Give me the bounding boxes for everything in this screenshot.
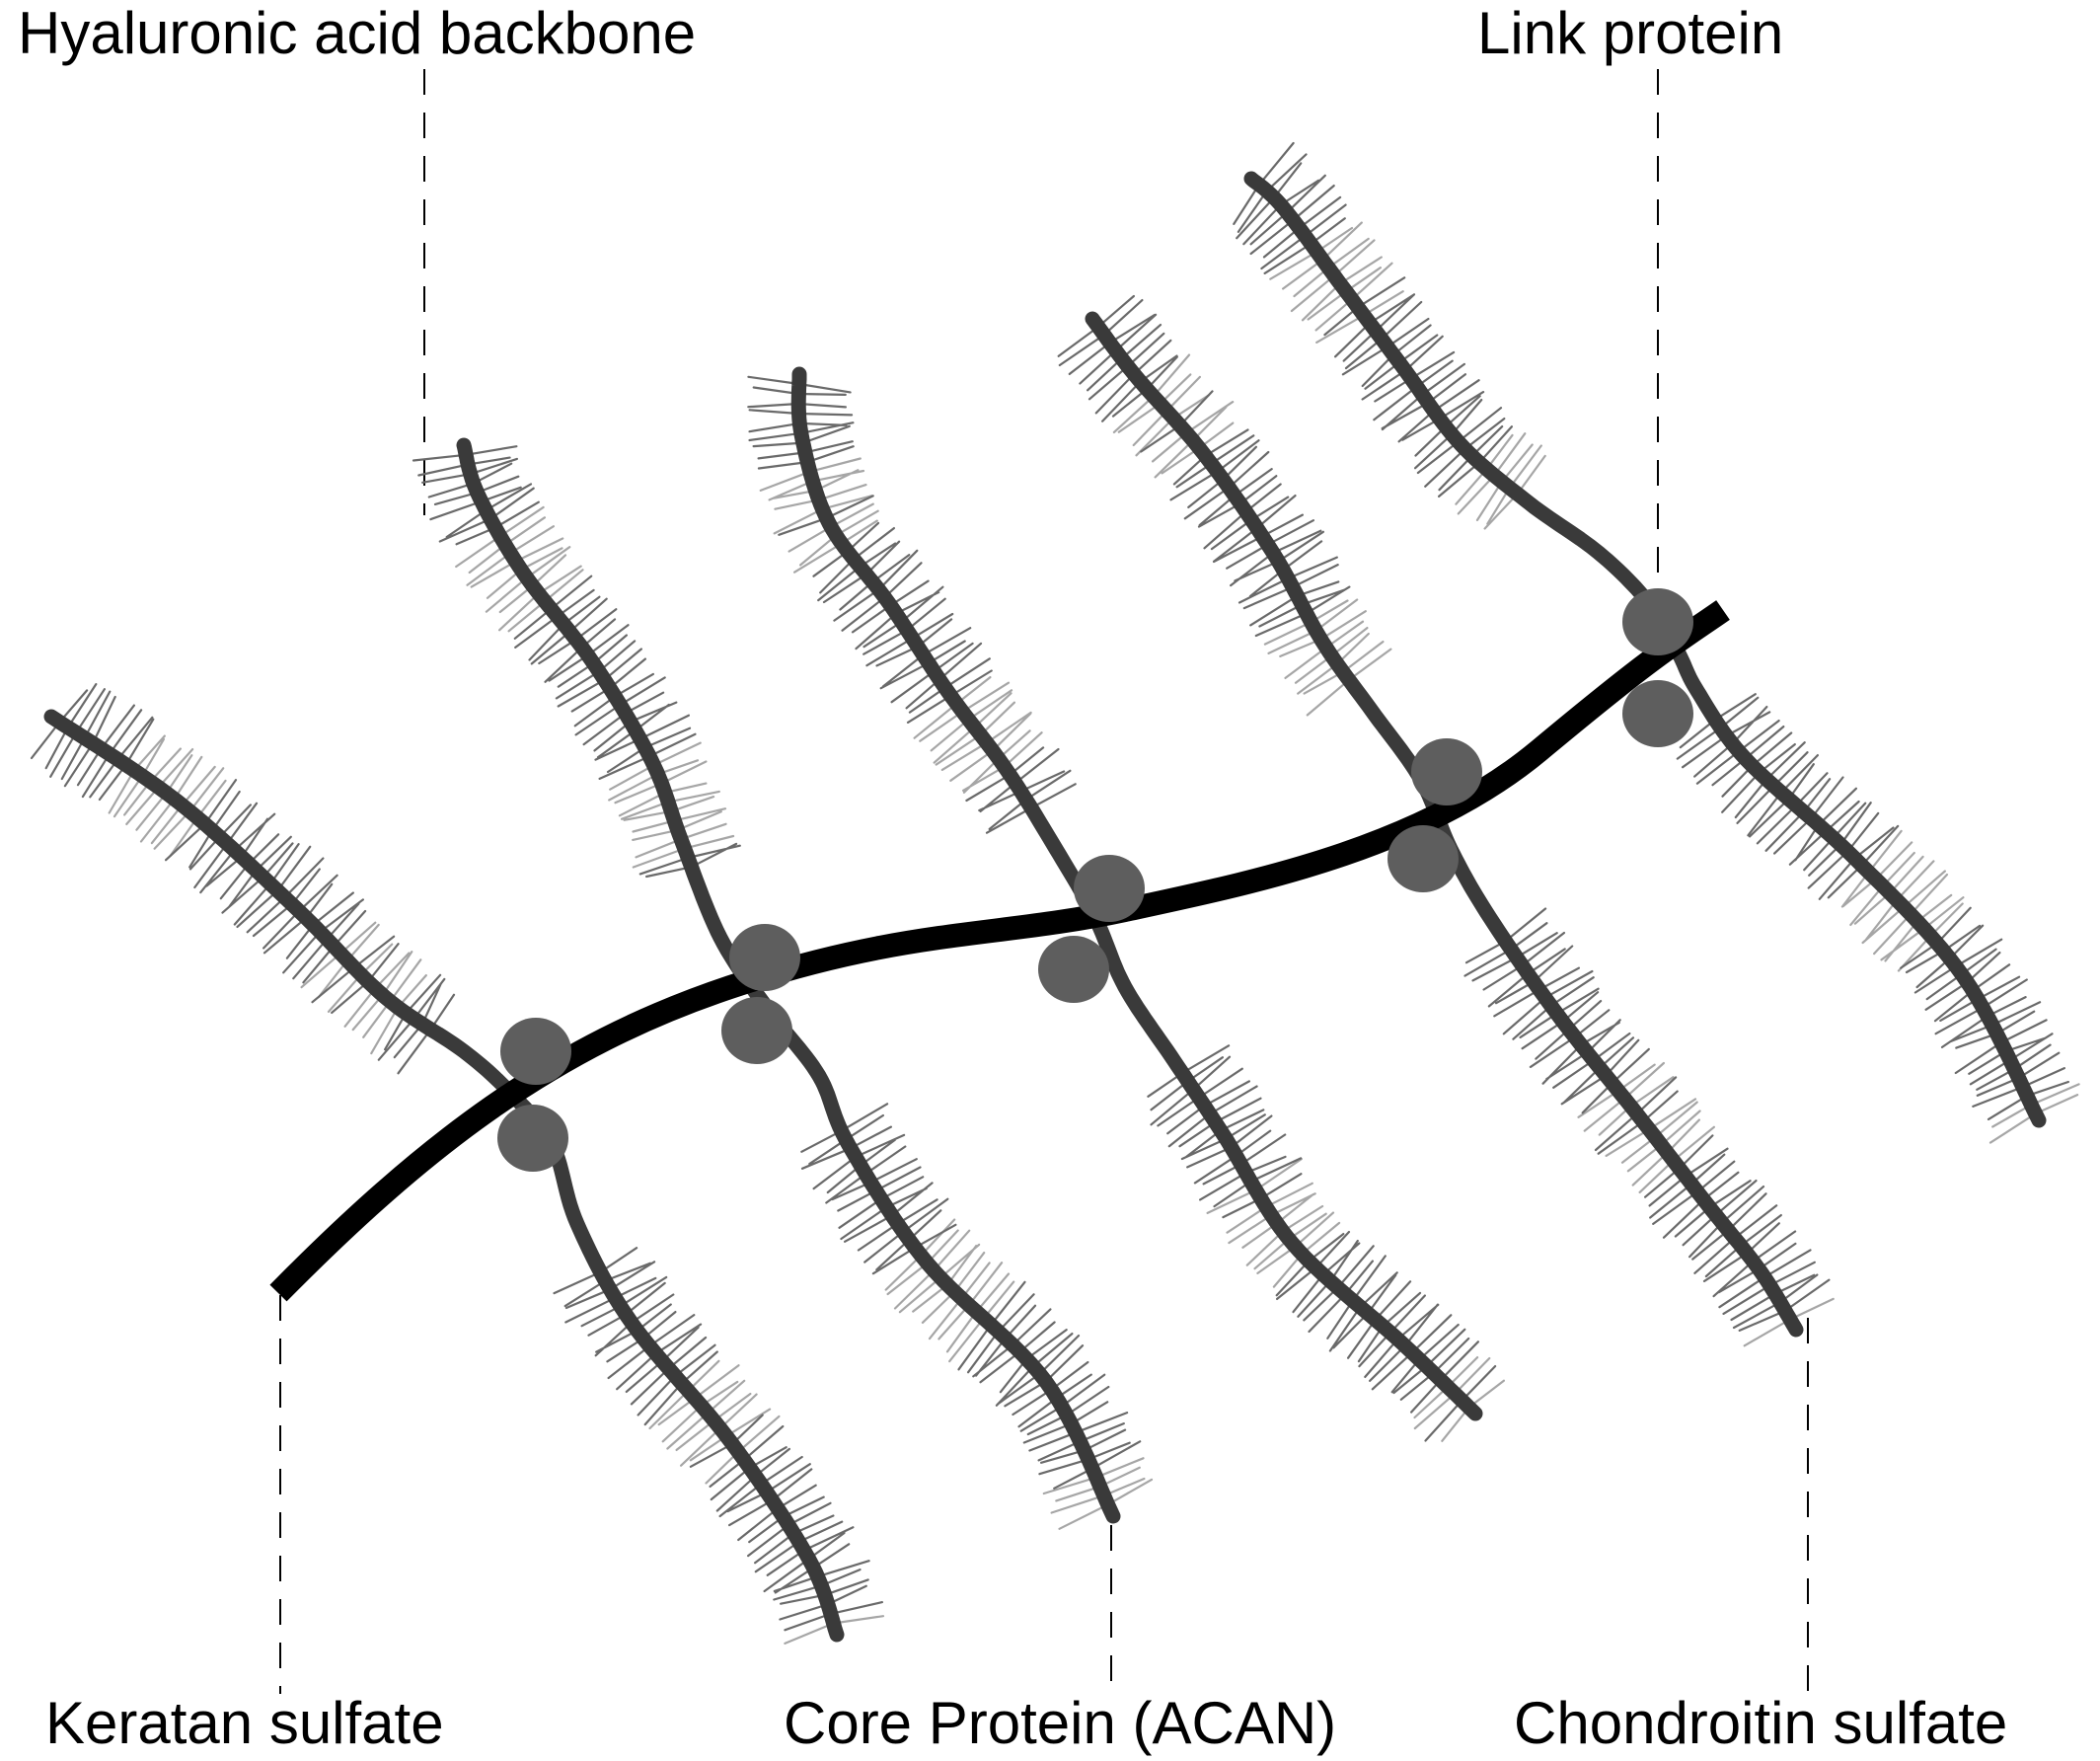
label-link-protein: Link protein xyxy=(1477,0,1784,66)
link-protein xyxy=(1388,738,1482,892)
keratan-sulfate-chains xyxy=(455,505,1154,1530)
label-keratan-sulfate: Keratan sulfate xyxy=(45,1690,444,1756)
link-protein xyxy=(1622,588,1693,747)
link-protein-bead xyxy=(497,1105,568,1172)
link-protein-bead xyxy=(1622,680,1693,747)
label-core-protein: Core Protein (ACAN) xyxy=(784,1690,1337,1756)
label-hyaluronic-acid-backbone: Hyaluronic acid backbone xyxy=(18,0,697,66)
keratan-sulfate-chains xyxy=(759,457,1505,1442)
link-protein-bead xyxy=(1622,588,1693,655)
proteoglycan-monomer xyxy=(1233,141,2080,1144)
proteoglycan-monomer xyxy=(30,683,885,1645)
proteoglycan-chains xyxy=(30,141,2080,1645)
chondroitin-sulfate-chains xyxy=(412,445,1142,1490)
label-chondroitin-sulfate: Chondroitin sulfate xyxy=(1514,1690,2008,1756)
link-protein-bead xyxy=(500,1018,571,1085)
link-protein xyxy=(1038,855,1145,1003)
proteoglycan-monomer xyxy=(412,437,1154,1530)
link-protein-bead xyxy=(1074,855,1145,922)
core-protein-strand xyxy=(456,437,1121,1524)
link-protein-bead xyxy=(721,997,792,1064)
chondroitin-sulfate-chains xyxy=(30,683,883,1632)
link-protein-bead xyxy=(1411,738,1482,805)
keratan-sulfate-chains xyxy=(1112,353,1835,1347)
core-protein-strand xyxy=(1243,171,2047,1128)
link-protein-bead xyxy=(1038,936,1109,1003)
link-protein xyxy=(497,1018,571,1172)
link-protein-bead xyxy=(1388,825,1459,892)
chondroitin-sulfate-chains xyxy=(747,375,1497,1442)
chondroitin-sulfate-chains xyxy=(1057,294,1831,1332)
chondroitin-sulfate-chains xyxy=(1233,141,2069,1120)
link-protein xyxy=(721,924,800,1064)
leader-lines xyxy=(279,69,1809,1694)
link-protein-layer xyxy=(497,588,1693,1172)
keratan-sulfate-chains xyxy=(108,734,885,1645)
link-protein-bead xyxy=(729,924,800,991)
keratan-sulfate-chains xyxy=(1269,221,2080,1144)
core-protein-strand xyxy=(43,709,845,1643)
